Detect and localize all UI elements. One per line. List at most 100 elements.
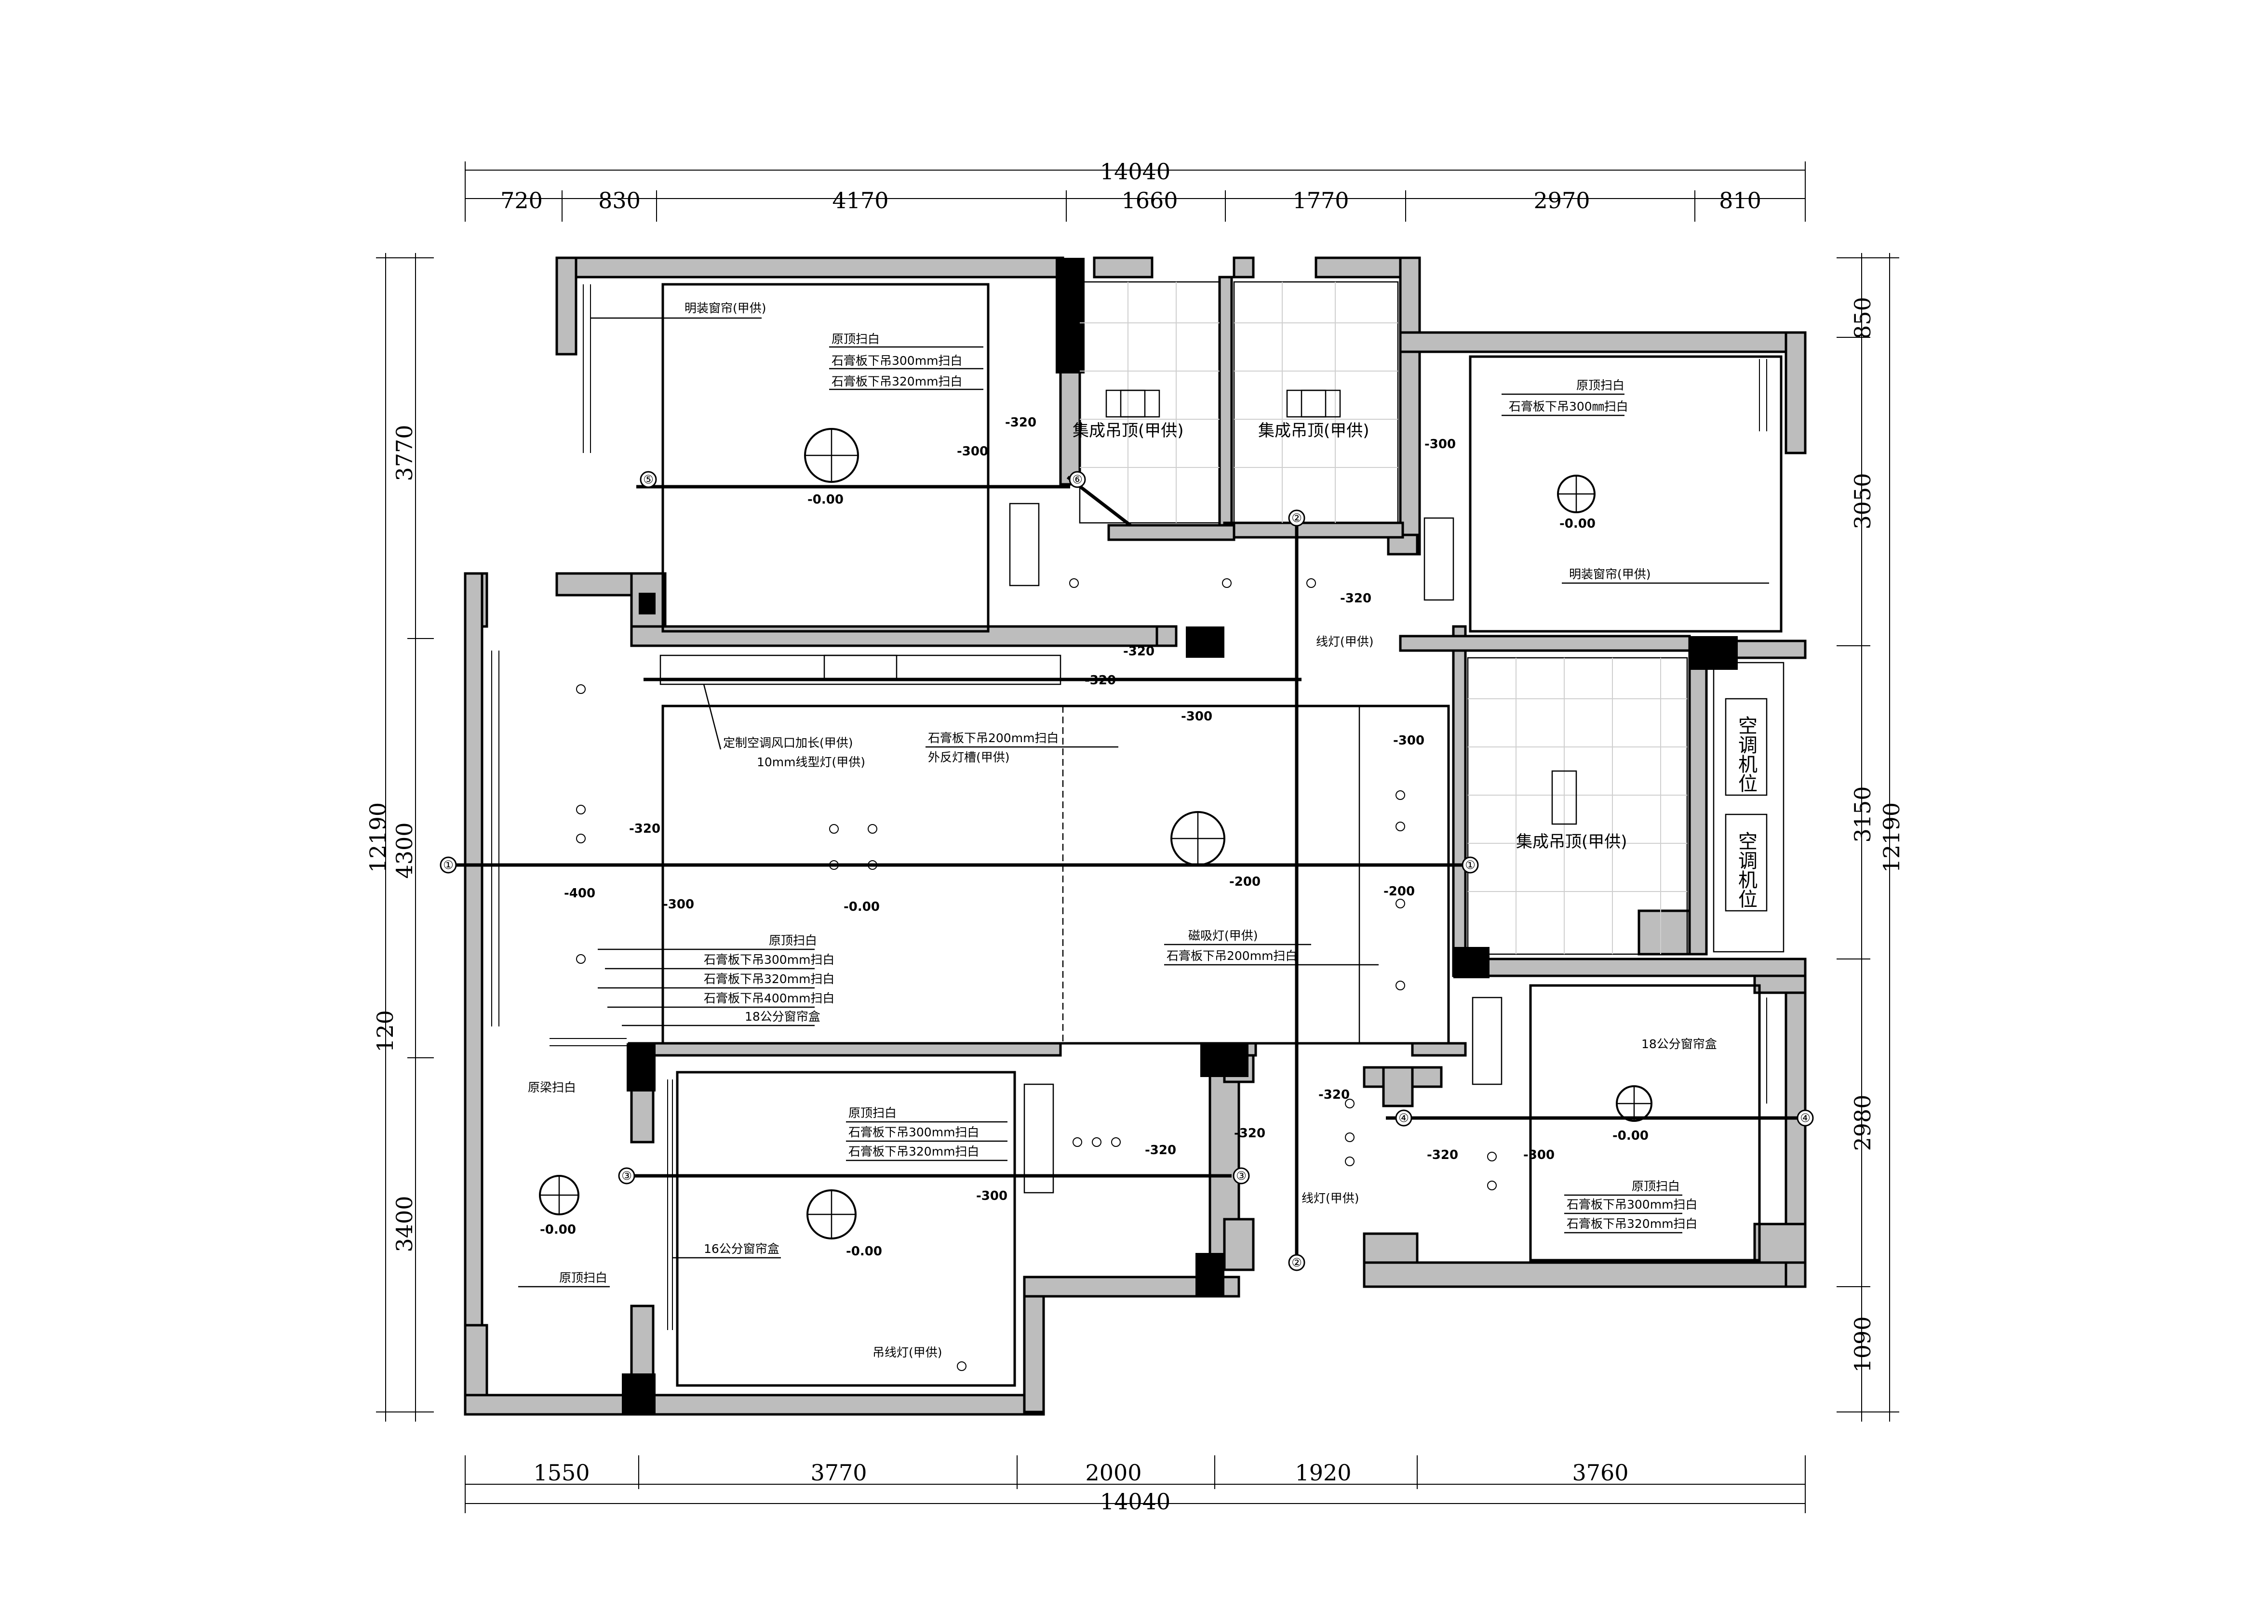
dim-top-3: 4170 [832,187,888,213]
level-mark: -300 [663,897,694,912]
note-magnetic-light: 磁吸灯(甲供) [1188,929,1258,943]
axis-markers: ① ① ② ② ③ ③ ④ ④ ⑤ ⑥ [440,471,1814,1271]
axis-2-bottom: ② [1291,1256,1302,1269]
dim-right-1: 850 [1850,297,1876,339]
dim-left-3: 120 [372,1010,398,1052]
dim-bottom-4: 1920 [1295,1460,1351,1486]
dim-top-6: 2970 [1533,187,1590,213]
note-gypsum-320-4: 石膏板下吊320mm扫白 [1567,1217,1697,1231]
note-gypsum-320-3: 石膏板下吊320mm扫白 [704,972,834,986]
axis-4-right: ④ [1800,1111,1811,1125]
ceiling-light-icon [806,1189,857,1239]
dim-right-3: 3150 [1850,786,1876,842]
note-curtain-box-18-b: 18公分窗帘盒 [1641,1037,1717,1051]
note-integrated-ceiling-2: 集成吊顶(甲供) [1258,421,1369,440]
level-mark: -400 [564,886,595,901]
walls [464,256,1807,1416]
level-mark: -300 [976,1189,1007,1203]
dim-bottom-3: 2000 [1085,1460,1141,1486]
level-mark: -0.00 [540,1223,576,1237]
level-mark: -300 [1181,709,1212,724]
note-pendant-light: 吊线灯(甲供) [872,1345,942,1359]
axis-4-left: ④ [1398,1111,1409,1125]
dim-right-total: 12190 [1879,802,1905,873]
right-dimensions: 850 3050 3150 12190 2980 1090 [1837,253,1905,1422]
note-original-top-4: 原顶扫白 [1632,1179,1680,1193]
ac-enclosure: 空调机位 空调机位 [1713,662,1785,953]
dim-right-2: 3050 [1850,473,1876,529]
note-gypsum-300-6: 石膏板下吊300mm扫白 [848,1125,979,1139]
bath2-ceiling [1467,657,1688,955]
dim-top-1: 720 [500,187,543,213]
note-gypsum-300-3: 石膏板下吊300mm扫白 [704,953,834,967]
axis-3-left: ③ [621,1169,632,1183]
ac-position-2: 空调机位 [1735,831,1757,908]
dim-left-4: 3400 [391,1196,417,1252]
level-mark: -320 [1145,1143,1176,1158]
axis-lines [443,476,1798,1267]
note-gypsum-300-4: 石膏板下吊300mm扫白 [1567,1198,1697,1211]
axis-2-top: ② [1291,511,1302,525]
note-linear-light: 10mm线型灯(甲供) [757,755,865,769]
level-markers: -0.00 -300 -320 -300 -0.00 -320 -320 -32… [540,415,1649,1259]
note-gypsum-300: 石膏板下吊300mm扫白 [832,354,962,368]
level-mark: -0.00 [846,1244,882,1259]
vents [1009,503,1503,1194]
note-integrated-ceiling-3: 集成吊顶(甲供) [1516,832,1627,852]
bath-ceiling [1233,281,1399,524]
dim-bottom-5: 3760 [1572,1460,1628,1486]
note-reflect-slot: 外反灯槽(甲供) [928,750,1010,764]
annotations: 明装窗帘(甲供) 原顶扫白 石膏板下吊300mm扫白 石膏板下吊320mm扫白 … [518,301,1769,1359]
level-mark: -320 [1427,1148,1458,1162]
kitchen-ceiling [1079,281,1221,524]
note-original-top-5: 原顶扫白 [559,1271,607,1285]
dim-top-2: 830 [598,187,641,213]
note-gypsum-200: 石膏板下吊200mm扫白 [928,731,1059,745]
note-original-top-6: 原顶扫白 [848,1106,897,1120]
ceiling-light-icon [804,428,859,483]
bottom-dimensions: 1550 3770 2000 1920 3760 14040 [465,1455,1806,1515]
note-ac-vent: 定制空调风口加长(甲供) [723,736,853,750]
note-gypsum-320: 石膏板下吊320mm扫白 [832,374,962,388]
level-mark: -0.00 [807,493,844,507]
axis-6: ⑥ [1072,473,1083,486]
level-mark: -300 [1393,733,1424,748]
note-gypsum-400: 石膏板下吊400mm扫白 [704,991,834,1005]
dim-left-total: 12190 [365,802,391,873]
dim-top-7: 810 [1719,187,1761,213]
note-gypsum-300-2: 石膏板下吊300㎜扫白 [1509,399,1628,413]
note-original-beam: 原梁扫白 [528,1080,576,1094]
dim-top-5: 1770 [1292,187,1349,213]
level-mark: -320 [629,822,660,836]
axis-3-right: ③ [1236,1169,1247,1183]
note-original-top-2: 原顶扫白 [1576,378,1624,392]
level-mark: -0.00 [844,900,880,914]
note-curtain-box-16: 16公分窗帘盒 [704,1242,779,1256]
left-dimensions: 12190 3770 4300 120 3400 [365,253,434,1422]
pendant-lights [539,428,1652,1239]
ceiling-light-icon [1170,811,1225,866]
dim-right-4: 2980 [1850,1094,1876,1151]
dim-right-5: 1090 [1850,1316,1876,1372]
level-mark: -300 [957,444,988,459]
level-mark: -320 [1085,673,1116,688]
note-integrated-ceiling-1: 集成吊顶(甲供) [1073,421,1184,440]
level-mark: -320 [1318,1088,1350,1102]
level-mark: -300 [1523,1148,1555,1162]
level-mark: -300 [1424,437,1456,452]
note-original-top-3: 原顶扫白 [769,933,817,947]
level-mark: -200 [1383,884,1415,899]
ceiling-light-icon [1557,475,1596,513]
level-mark: -0.00 [1559,517,1596,531]
note-curtain: 明装窗帘(甲供) [684,301,766,315]
downlights [576,578,1497,1371]
dim-left-2: 4300 [391,822,417,879]
axis-1-right: ① [1465,858,1476,872]
note-strip-light-2: 线灯(甲供) [1302,1191,1359,1205]
axis-5: ⑤ [643,473,654,486]
level-mark: -320 [1005,415,1036,430]
level-mark: -320 [1340,591,1371,606]
dim-bottom-total: 14040 [1100,1489,1170,1515]
note-strip-light: 线灯(甲供) [1316,635,1374,649]
